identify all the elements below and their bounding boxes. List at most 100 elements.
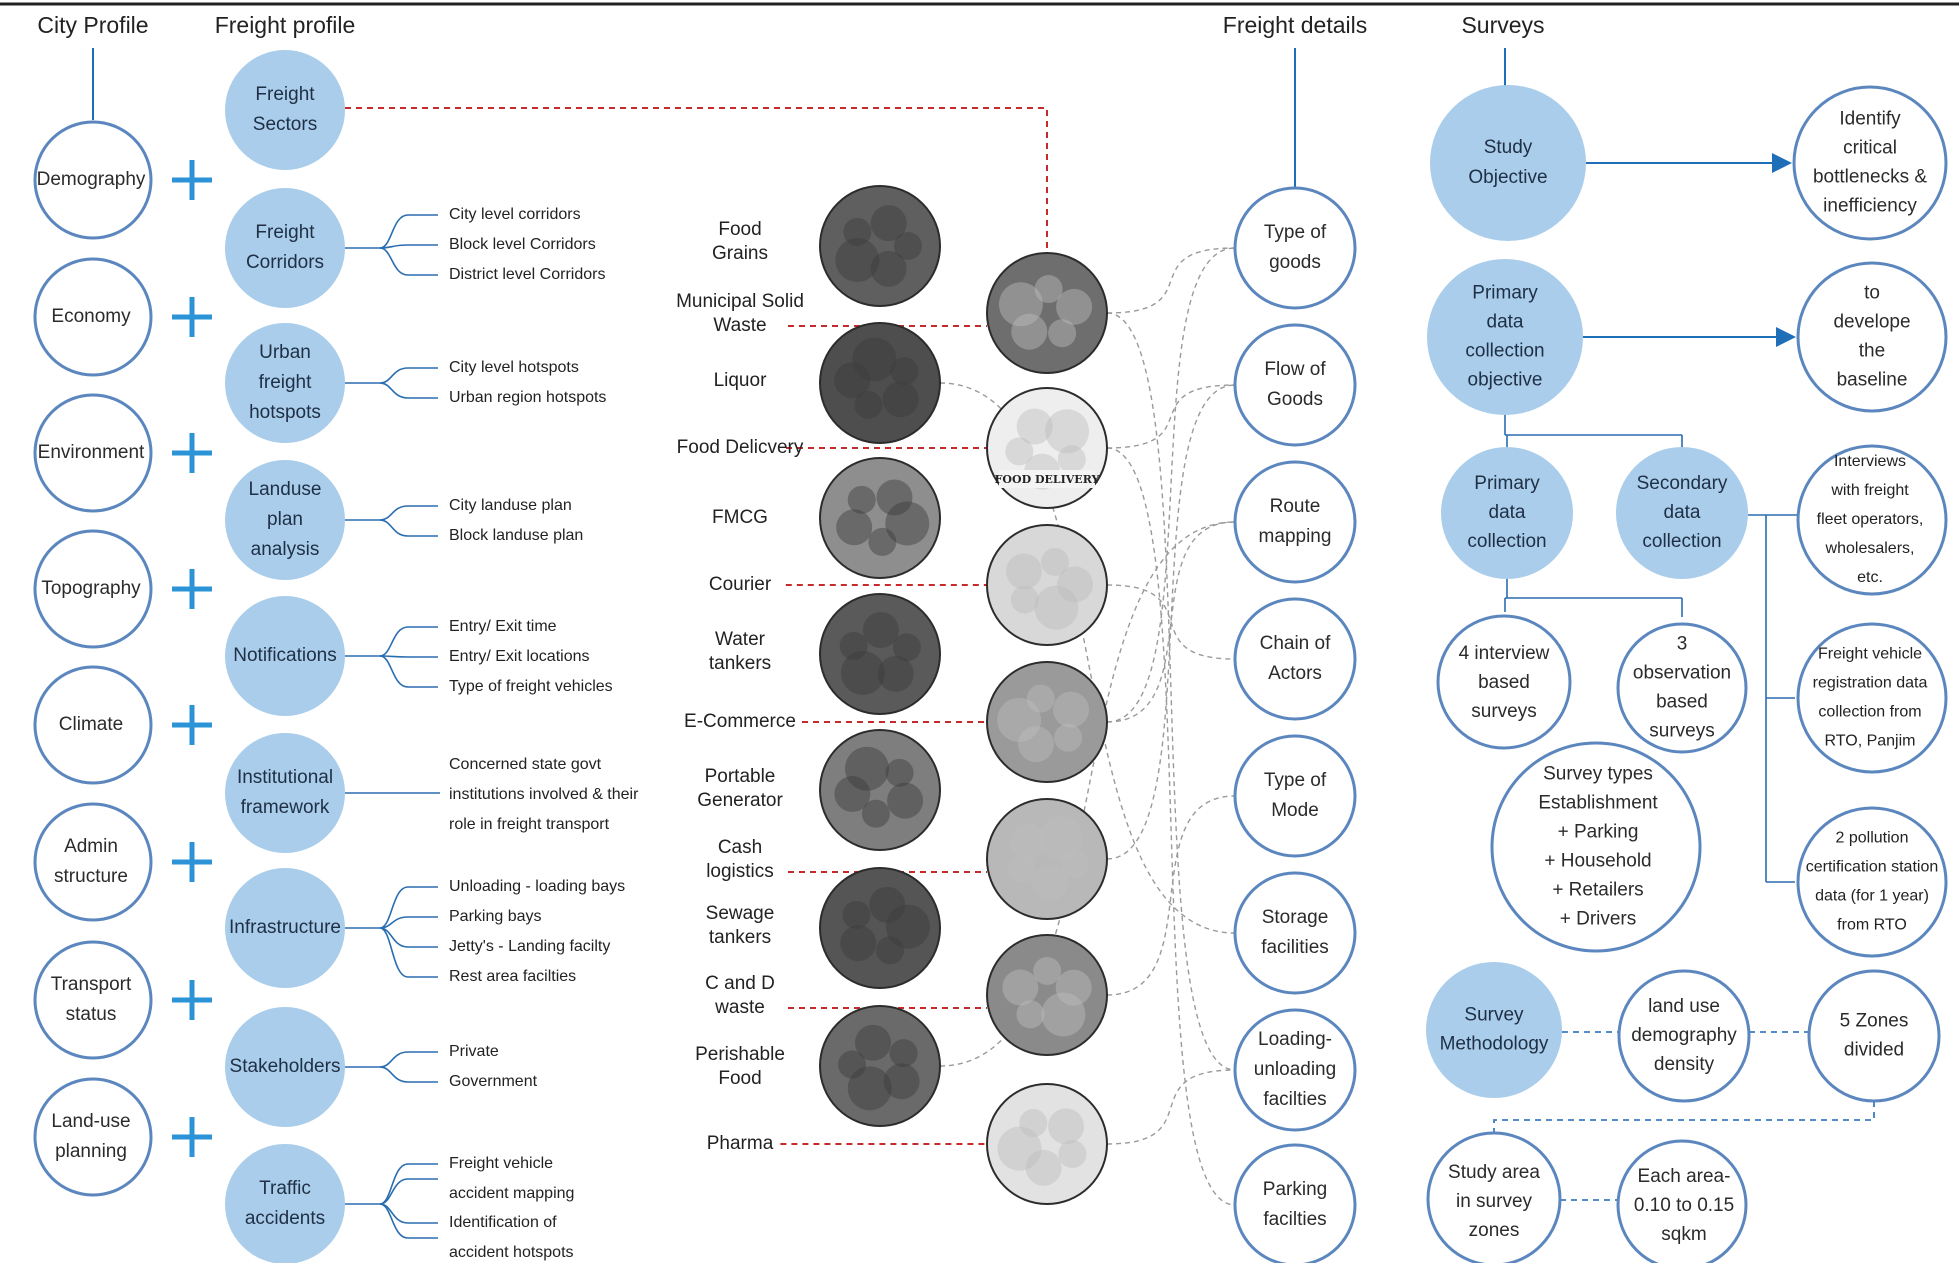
sector-label: tankers bbox=[709, 653, 771, 674]
methodology-node bbox=[1426, 962, 1562, 1098]
sector-label: Perishable bbox=[695, 1044, 785, 1065]
freight-profile-branch bbox=[379, 519, 438, 537]
freight-details-label: Route bbox=[1270, 496, 1321, 517]
sector-photo-texture bbox=[1034, 585, 1079, 630]
sector-photo-texture bbox=[1056, 288, 1093, 325]
each-area-label: Each area- bbox=[1638, 1166, 1731, 1187]
sector-label: tankers bbox=[709, 927, 771, 948]
freight-profile-item: Freight vehicle bbox=[449, 1155, 553, 1172]
freight-profile-item: Block level Corridors bbox=[449, 236, 596, 253]
freight-details-label: facilties bbox=[1263, 1209, 1326, 1230]
sector-photo-texture bbox=[1016, 408, 1053, 445]
header-freight-profile: Freight profile bbox=[215, 12, 356, 38]
city-profile-node bbox=[33, 529, 153, 649]
study-objective-label: Objective bbox=[1468, 167, 1547, 188]
freight-profile-branch bbox=[379, 886, 438, 929]
sector-photo-texture bbox=[1045, 409, 1090, 454]
freight-profile-item: Urban region hotspots bbox=[449, 389, 606, 406]
sector-photo bbox=[819, 593, 941, 715]
city-profile-node bbox=[33, 120, 153, 240]
sector-photo-circle bbox=[819, 593, 941, 715]
survey-types-label: Establishment bbox=[1538, 793, 1658, 814]
primary-objective-label: data bbox=[1487, 312, 1524, 333]
sector-photo-texture bbox=[834, 362, 871, 399]
landuse-density-label: land use bbox=[1648, 996, 1720, 1017]
city-profile-label: Admin bbox=[64, 836, 118, 857]
freight-profile-item: Rest area facilties bbox=[449, 968, 576, 985]
badge-bg bbox=[999, 470, 1095, 488]
landuse-density-label: density bbox=[1654, 1054, 1715, 1075]
freight-details-label: facilities bbox=[1261, 937, 1329, 958]
sector-photo-texture bbox=[890, 357, 919, 386]
freight-profile-branch bbox=[379, 1178, 438, 1205]
primary-collection-node bbox=[1441, 447, 1573, 579]
sector-photo-circle bbox=[986, 1083, 1108, 1205]
sector-detail-link bbox=[1106, 584, 1236, 660]
freight-profile-node bbox=[225, 188, 345, 308]
sector-photo-texture bbox=[862, 612, 899, 649]
sector-photo-texture bbox=[1033, 957, 1062, 986]
sector-photo-texture bbox=[852, 337, 897, 382]
freight-profile-node bbox=[225, 1144, 345, 1263]
freight-profile-node bbox=[225, 323, 345, 443]
header-freight-details: Freight details bbox=[1223, 12, 1367, 38]
freight-details-node bbox=[1233, 186, 1357, 310]
sector-photo-texture bbox=[877, 655, 914, 692]
survey-types-node bbox=[1490, 741, 1702, 953]
secondary-collection-label: collection bbox=[1642, 531, 1721, 552]
sector-photo-texture bbox=[885, 501, 930, 546]
freight-profile-label: accidents bbox=[245, 1208, 325, 1229]
sector-photo-circle bbox=[819, 185, 941, 307]
freight-profile-item: Jetty's - Landing facilty bbox=[449, 938, 610, 955]
sector-label: FMCG bbox=[712, 507, 768, 528]
sector-photo-texture bbox=[1005, 437, 1034, 466]
freight-profile-item: Entry/ Exit locations bbox=[449, 648, 590, 665]
freight-profile-item: City level hotspots bbox=[449, 359, 579, 376]
study-area-label: Study area bbox=[1448, 1162, 1540, 1183]
sector-photo-texture bbox=[854, 390, 883, 419]
freight-details-label: Type of bbox=[1264, 222, 1327, 243]
bottlenecks-label: bottlenecks & bbox=[1813, 167, 1927, 188]
freight-profile-branch bbox=[379, 247, 438, 276]
sector-detail-link bbox=[1106, 247, 1236, 314]
primary-objective-node bbox=[1427, 259, 1583, 415]
freight-profile-node bbox=[225, 1007, 345, 1127]
freight-profile-label: analysis bbox=[251, 539, 320, 560]
interview-surveys-label: 4 interview bbox=[1459, 643, 1550, 664]
sector-photo-texture bbox=[1026, 684, 1055, 713]
freight-profile-item: accident hotspots bbox=[449, 1244, 574, 1261]
sector-photo-texture bbox=[1002, 969, 1039, 1006]
city-profile-node bbox=[33, 393, 153, 513]
city-profile-node bbox=[33, 940, 153, 1060]
primary-objective-label: objective bbox=[1468, 370, 1543, 391]
sector-photo-circle bbox=[819, 729, 941, 851]
survey-types-label: + Parking bbox=[1558, 822, 1639, 843]
freight-profile-node bbox=[225, 868, 345, 988]
sector-photo-texture bbox=[1048, 319, 1077, 348]
sector-photo-texture bbox=[997, 697, 1042, 742]
sector-label: Food Delicvery bbox=[677, 437, 804, 458]
freight-details-node bbox=[1233, 460, 1357, 584]
sector-label: waste bbox=[714, 997, 765, 1018]
city-profile-label: Economy bbox=[51, 306, 131, 327]
freight-details-label: Type of bbox=[1264, 770, 1327, 791]
baseline-node bbox=[1796, 261, 1948, 413]
freight-details-label: facilties bbox=[1263, 1089, 1326, 1110]
freight-sectors-link bbox=[345, 107, 1048, 252]
freight-profile-item: institutions involved & their bbox=[449, 786, 639, 803]
freight-profile-label: Urban bbox=[259, 342, 311, 363]
sector-photo bbox=[819, 1005, 941, 1127]
sector-photo-texture bbox=[835, 238, 880, 283]
zones-node bbox=[1807, 969, 1941, 1103]
secondary-collection-label: data bbox=[1664, 502, 1701, 523]
sector-photo bbox=[819, 185, 941, 307]
primary-collection-label: collection bbox=[1467, 531, 1546, 552]
freight-details-label: unloading bbox=[1254, 1059, 1336, 1080]
sector-label: Food bbox=[718, 219, 761, 240]
freight-profile-branch bbox=[379, 916, 438, 929]
sector-photo-texture bbox=[1019, 1109, 1048, 1138]
freight-profile-label: Freight bbox=[255, 84, 315, 105]
sector-photo-texture bbox=[876, 479, 913, 516]
city-profile-node bbox=[33, 257, 153, 377]
